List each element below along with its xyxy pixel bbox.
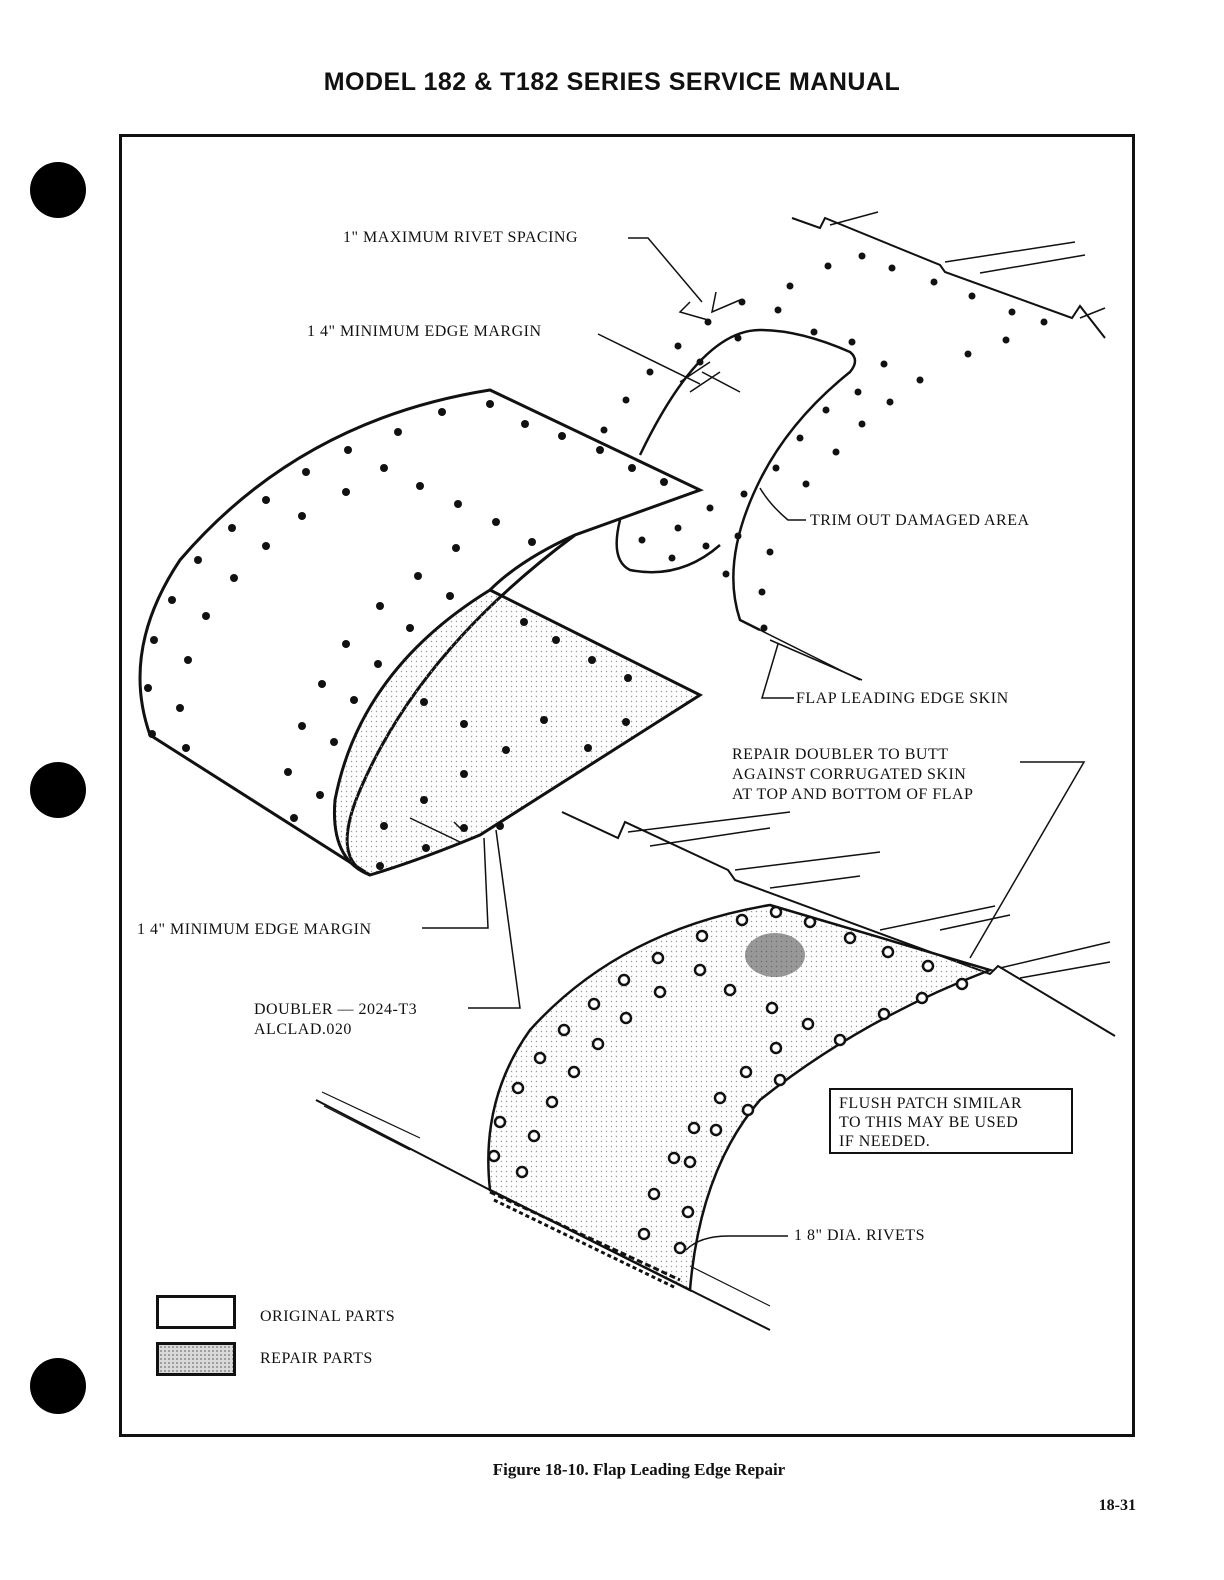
lower-corrugated-skin xyxy=(315,811,1116,1331)
callout-flush-patch: FLUSH PATCH SIMILAR TO THIS MAY BE USED … xyxy=(829,1088,1073,1154)
page-number: 18-31 xyxy=(1098,1497,1136,1514)
legend-swatch-original xyxy=(156,1295,236,1329)
binder-hole-top xyxy=(30,162,86,218)
callout-rivet-spacing: 1" MAXIMUM RIVET SPACING xyxy=(343,229,579,246)
callout-edge-margin-top: 1 4" MINIMUM EDGE MARGIN xyxy=(307,323,542,340)
binder-hole-middle xyxy=(30,762,86,818)
page-header: MODEL 182 & T182 SERIES SERVICE MANUAL xyxy=(323,68,901,96)
callout-repair-doubler: REPAIR DOUBLER TO BUTT AGAINST CORRUGATE… xyxy=(732,746,974,803)
callout-flap-skin: FLAP LEADING EDGE SKIN xyxy=(796,690,1009,707)
legend-swatch-repair xyxy=(156,1342,236,1376)
legend-label-original: ORIGINAL PARTS xyxy=(260,1308,396,1325)
legend-label-repair: REPAIR PARTS xyxy=(260,1350,373,1367)
rivet-row-bottom xyxy=(489,1190,681,1290)
callout-trim-out: TRIM OUT DAMAGED AREA xyxy=(810,512,1030,529)
callout-doubler-spec: DOUBLER — 2024-T3 ALCLAD.020 xyxy=(254,1001,418,1038)
figure-frame xyxy=(119,134,1135,1437)
figure-caption: Figure 18-10. Flap Leading Edge Repair xyxy=(492,1460,786,1479)
binder-hole-bottom xyxy=(30,1358,86,1414)
callout-rivets: 1 8" DIA. RIVETS xyxy=(794,1227,925,1244)
upper-corrugated-skin xyxy=(791,211,1106,339)
leader-lines-upper xyxy=(409,237,1086,1251)
repair-doubler xyxy=(138,388,704,877)
rivet-rings-lower xyxy=(487,905,969,1255)
callout-edge-margin-bottom: 1 4" MINIMUM EDGE MARGIN xyxy=(137,921,372,938)
